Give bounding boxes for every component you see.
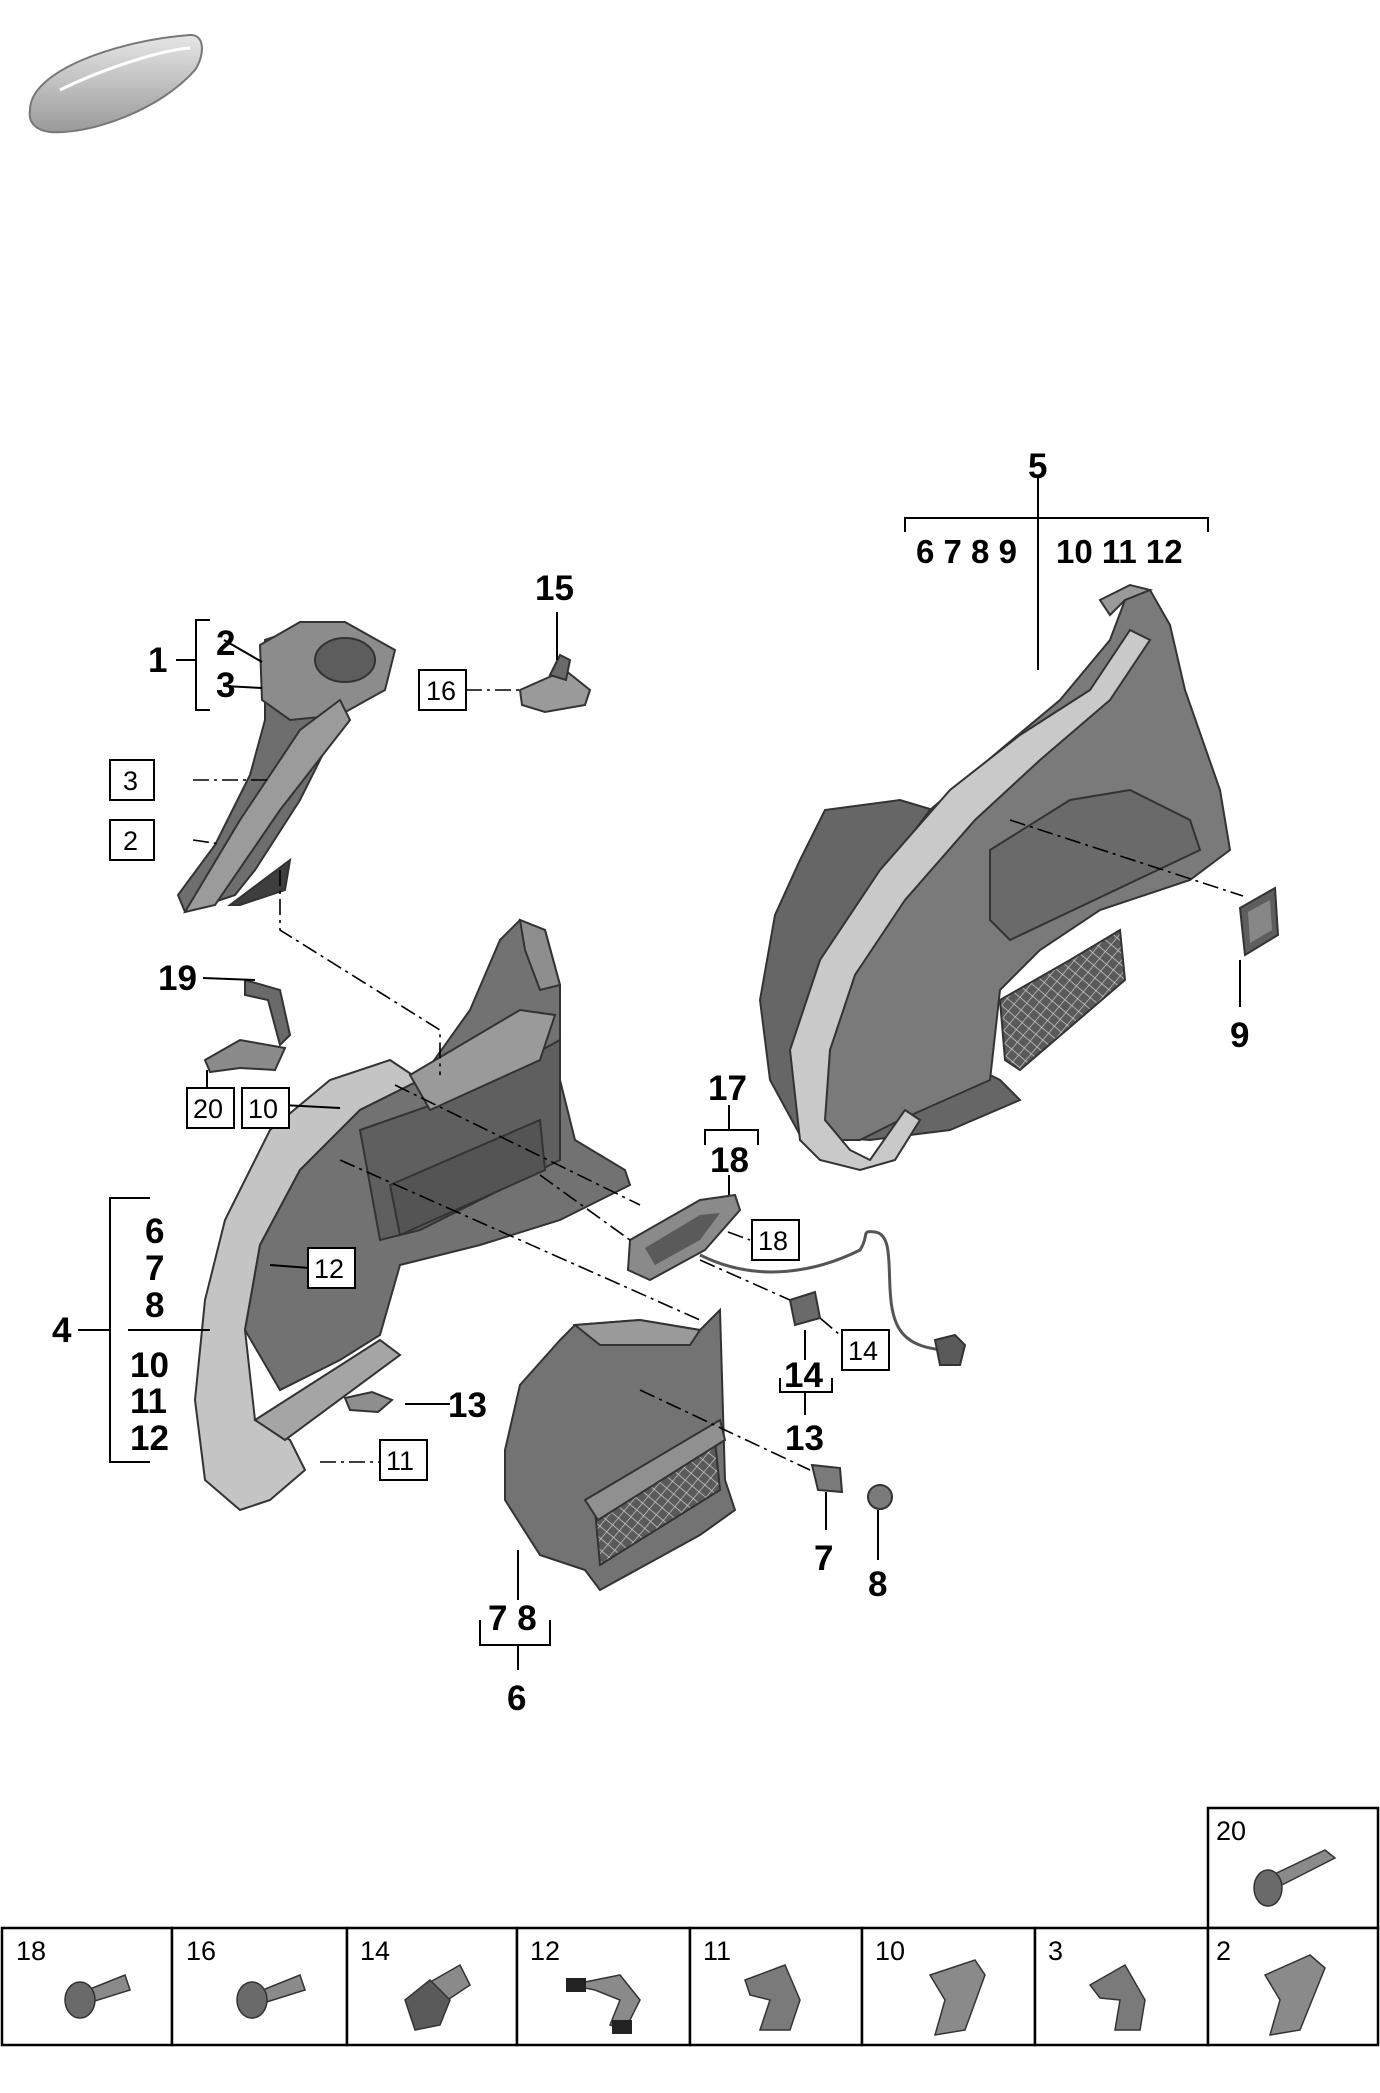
parts-table-label-3: 3 (1048, 1936, 1063, 1966)
callout-13: 13 (448, 1386, 487, 1425)
upper-pillar-trim-part (176, 620, 397, 914)
callout-4-sub-6: 6 (145, 1212, 164, 1251)
callout-6: 6 (507, 1679, 526, 1718)
callout-labels: 1 2 3 15 19 4 6 7 8 10 11 12 13 5 6 7 8 … (52, 447, 1249, 1718)
callout-5-sub-left: 6 7 8 9 (916, 533, 1017, 570)
parts-table-label-16: 16 (186, 1936, 216, 1966)
callout-4-sub-7: 7 (145, 1249, 164, 1288)
clip-icon (928, 1959, 986, 2036)
boxed-callouts: 3 2 16 20 10 12 11 18 14 (109, 669, 890, 1481)
connector-part (933, 1333, 967, 1366)
callout-4: 4 (52, 1311, 72, 1350)
boxed-callout-3: 3 (123, 766, 138, 796)
callout-4-sub-11: 11 (130, 1382, 167, 1421)
callout-17: 17 (708, 1069, 747, 1108)
clip-icon (1263, 1954, 1326, 2036)
callout-13-lower: 13 (785, 1419, 824, 1458)
bracket-part-15 (518, 653, 592, 714)
boxed-callout-12: 12 (314, 1254, 344, 1284)
callout-6-sub-78: 7 8 (488, 1599, 537, 1638)
boxed-callout-16: 16 (426, 676, 456, 706)
storage-bin-part (504, 1307, 737, 1592)
parts-table-label-2: 2 (1216, 1936, 1231, 1966)
callout-15: 15 (535, 569, 574, 608)
callout-4-sub-12: 12 (130, 1419, 169, 1458)
callout-3: 3 (216, 666, 235, 705)
callout-2: 2 (216, 624, 235, 663)
parts-table-label-12: 12 (530, 1936, 560, 1966)
right-side-trim-part (758, 583, 1232, 1172)
bolt-icon (64, 1974, 131, 2019)
callout-9: 9 (1230, 1016, 1249, 1055)
bolt-icon (1253, 1849, 1337, 1907)
clip-icon (566, 1974, 641, 2034)
callout-4-sub-10: 10 (130, 1346, 169, 1385)
callout-19: 19 (158, 959, 197, 998)
parts-table-label-14: 14 (360, 1936, 390, 1966)
boxed-callout-11: 11 (386, 1446, 414, 1476)
callout-18: 18 (710, 1141, 749, 1180)
bracket-part-19 (203, 978, 292, 1074)
parts-table-label-18: 18 (16, 1936, 46, 1966)
callout-5: 5 (1028, 447, 1047, 486)
socket-part-14 (788, 1290, 822, 1327)
leader-lines (78, 478, 1244, 1670)
callout-5-sub-right: 10 11 12 (1056, 533, 1183, 570)
parts-table-label-11: 11 (703, 1936, 731, 1966)
cap-part-8 (867, 1484, 893, 1510)
boxed-callout-18: 18 (758, 1226, 788, 1256)
expanding-nut-icon (404, 1963, 471, 2031)
callout-7: 7 (814, 1539, 833, 1578)
boxed-callout-14: 14 (848, 1336, 878, 1366)
parts-table: 20 18 16 14 12 11 10 3 2 (0, 1806, 1380, 2047)
callout-4-sub-8: 8 (145, 1286, 164, 1325)
callout-1: 1 (148, 641, 167, 680)
grille-part-9 (1238, 886, 1280, 957)
wiring-harness (699, 1230, 951, 1352)
boxed-callout-20: 20 (193, 1094, 223, 1124)
clip-icon (744, 1964, 801, 2031)
callout-8: 8 (868, 1565, 887, 1604)
plug-part-7 (810, 1463, 844, 1494)
callout-14: 14 (784, 1356, 823, 1395)
boxed-callout-10: 10 (248, 1094, 278, 1124)
parts-table-label-10: 10 (875, 1936, 905, 1966)
bolt-icon (236, 1974, 306, 2019)
clip-part-13 (343, 1390, 394, 1414)
vehicle-thumbnail-icon (28, 33, 203, 134)
boxed-callout-2: 2 (123, 826, 138, 856)
clip-icon (1088, 1963, 1146, 2031)
parts-table-label-20: 20 (1216, 1816, 1246, 1846)
light-unit-part-17 (626, 1193, 742, 1282)
